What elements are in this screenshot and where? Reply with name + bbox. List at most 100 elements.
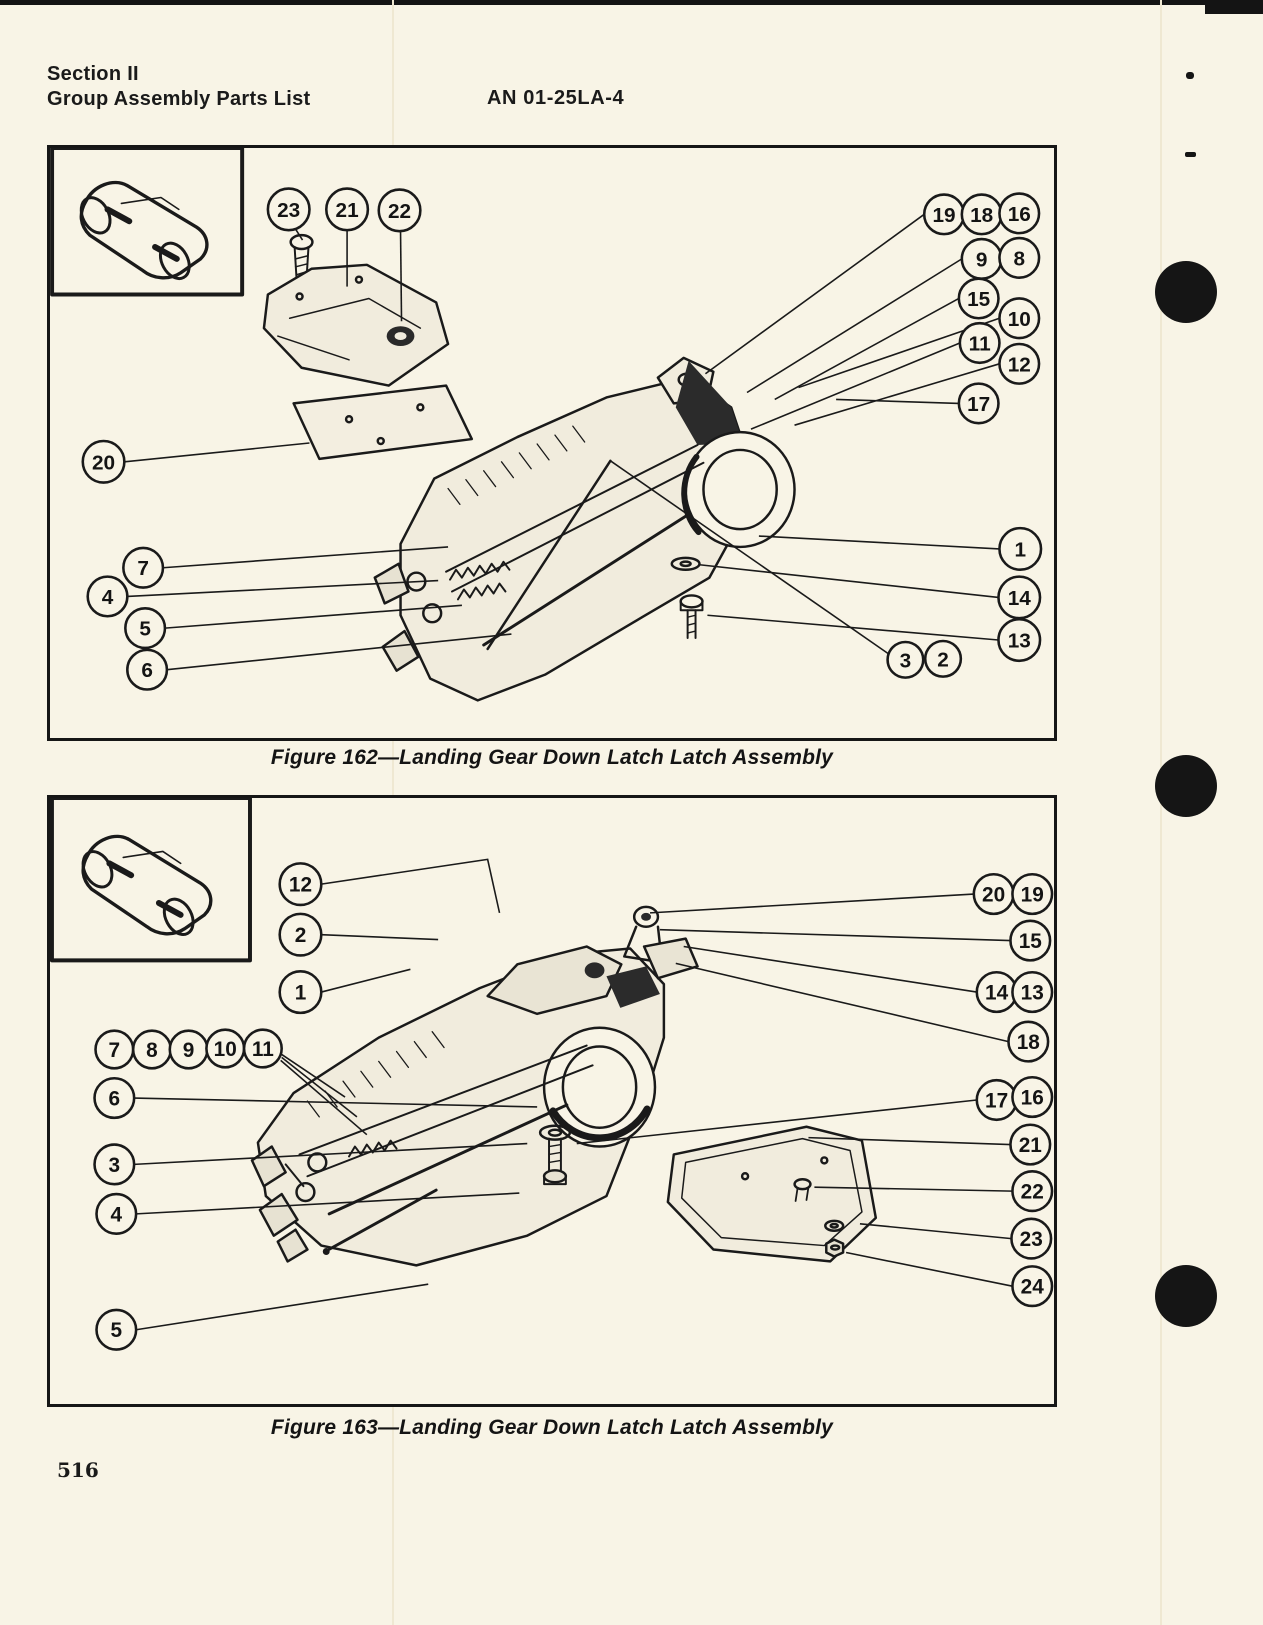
- leader-line-14: [683, 945, 977, 993]
- page-header-left: Section II Group Assembly Parts List: [47, 62, 311, 112]
- page-number: 516: [57, 1458, 99, 1482]
- leader-line-11: [280, 1059, 368, 1136]
- locator-arrow: [106, 860, 135, 879]
- callout-label-9: 9: [976, 248, 988, 271]
- callout-label-12: 12: [1008, 353, 1031, 376]
- locator-arrow: [152, 244, 180, 262]
- callout-circle-6: [93, 1076, 136, 1120]
- leader-line-21: [808, 1136, 1011, 1146]
- callout-circle-20: [81, 439, 126, 484]
- screw-part: [289, 233, 314, 281]
- callout-circle-23: [266, 187, 311, 232]
- leader-line-15: [659, 928, 1011, 942]
- section-title: Section II: [47, 63, 139, 85]
- leader-line-6: [134, 1097, 538, 1108]
- figure-162-caption: Figure 162—Landing Gear Down Latch Latch…: [270, 746, 834, 769]
- callout-circle-17: [957, 382, 1000, 425]
- callout-label-13: 13: [1021, 982, 1044, 1005]
- callout-circle-23: [1010, 1217, 1053, 1260]
- scan-speck: [1186, 72, 1194, 79]
- callout-circle-1: [998, 526, 1043, 571]
- washer-part: [670, 556, 701, 571]
- leader-line-20: [649, 893, 974, 914]
- callout-label-18: 18: [970, 204, 993, 227]
- callout-label-10: 10: [214, 1038, 237, 1061]
- callout-circle-1: [278, 969, 323, 1015]
- leader-line-5: [164, 604, 462, 629]
- callout-label-15: 15: [967, 288, 990, 311]
- callout-circle-21: [325, 187, 370, 232]
- callout-circle-7: [122, 546, 165, 589]
- callout-circle-24: [1011, 1265, 1054, 1308]
- callout-label-8: 8: [1013, 247, 1025, 270]
- figure-162-artwork: [262, 233, 796, 702]
- callout-label-5: 5: [111, 1319, 123, 1342]
- callout-label-8: 8: [146, 1039, 158, 1062]
- callout-circle-22: [377, 188, 422, 233]
- callout-label-15: 15: [1019, 930, 1042, 953]
- figure-163-artwork: [250, 905, 878, 1267]
- scan-edge-strip: [0, 0, 1263, 5]
- leader-line-19: [704, 213, 925, 375]
- latch-housing: [256, 945, 666, 1267]
- leader-line-3: [609, 460, 890, 655]
- latch-mechanism: [250, 1145, 328, 1263]
- leader-line-15: [774, 297, 960, 401]
- callout-label-19: 19: [1021, 884, 1044, 907]
- callout-circle-4: [86, 575, 129, 618]
- scan-mark-dot: [1155, 261, 1217, 323]
- callout-label-3: 3: [900, 649, 912, 672]
- leader-line-20: [124, 442, 310, 463]
- cover-plate: [666, 1125, 878, 1263]
- leader-line-12: [794, 363, 1000, 426]
- leader-line-13: [707, 614, 999, 641]
- callout-label-5: 5: [139, 618, 151, 641]
- callout-label-4: 4: [102, 586, 114, 609]
- callout-label-11: 11: [252, 1038, 274, 1061]
- callout-circle-10: [998, 297, 1041, 340]
- section-subtitle: Group Assembly Parts List: [47, 88, 311, 110]
- callout-label-14: 14: [1008, 587, 1032, 610]
- leader-line-11: [281, 1056, 358, 1118]
- callout-circle-16: [1011, 1075, 1054, 1119]
- callout-circle-21: [1009, 1123, 1052, 1166]
- callout-label-20: 20: [92, 451, 115, 474]
- leader-line-22: [814, 1186, 1013, 1192]
- latch-claw: [381, 629, 420, 672]
- callout-circle-2: [278, 912, 323, 957]
- scan-mark-dot: [1155, 755, 1217, 817]
- leader-line-6: [166, 633, 512, 671]
- figure-163-locator-inset: [50, 798, 252, 963]
- leader-line-23: [294, 228, 304, 241]
- callout-circle-4: [95, 1192, 138, 1235]
- locator-arrow: [155, 899, 184, 918]
- callout-circle-8: [998, 236, 1041, 279]
- washer-part: [824, 1219, 845, 1232]
- latch-housing: [373, 356, 796, 702]
- callout-label-16: 16: [1008, 203, 1031, 226]
- leader-line-7: [162, 546, 449, 569]
- leader-line-14: [699, 563, 999, 599]
- callout-circle-13: [997, 617, 1042, 663]
- hatching: [306, 1031, 445, 1118]
- spring: [449, 560, 511, 581]
- callout-label-12: 12: [289, 874, 312, 897]
- callout-circle-16: [998, 192, 1041, 235]
- leader-line-22: [399, 231, 403, 322]
- callout-circle-3: [93, 1143, 136, 1186]
- paper-crease: [1160, 0, 1162, 1625]
- callout-circle-19: [1011, 872, 1054, 916]
- callout-label-7: 7: [137, 557, 149, 580]
- leader-line-3: [134, 1142, 528, 1166]
- callout-label-3: 3: [109, 1154, 121, 1177]
- callout-label-6: 6: [141, 659, 153, 682]
- doc-number: AN 01-25LA-4: [487, 87, 625, 109]
- scan-speck: [1185, 152, 1196, 157]
- gasket-plate: [292, 384, 474, 461]
- leader-line-17: [836, 398, 959, 405]
- leader-line-5: [135, 1283, 429, 1331]
- callout-circle-13: [1011, 970, 1054, 1014]
- callout-label-18: 18: [1017, 1031, 1040, 1054]
